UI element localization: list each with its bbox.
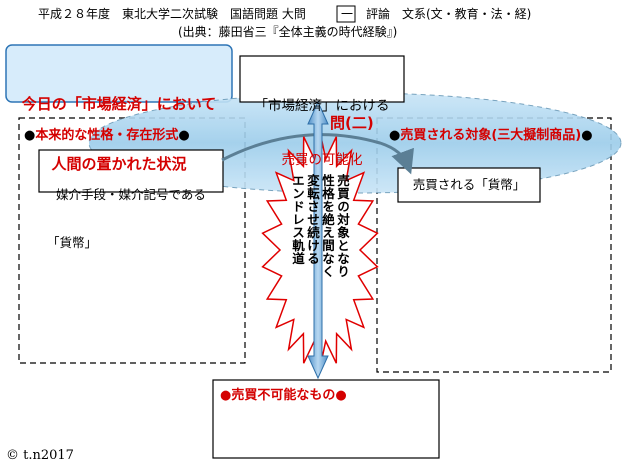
burst-col2: 性格を絶え間なく <box>320 174 335 278</box>
top-box-line1: 「市場経済」における <box>254 98 390 114</box>
right-item-text: 売買される「貨幣」 <box>412 177 526 192</box>
bottom-panel-title: ●売買不可能なもの● <box>220 388 347 403</box>
left-item-line1: 媒介手段・媒介記号である <box>56 187 206 202</box>
right-panel-frame <box>376 117 612 373</box>
question-label: 問(二) <box>330 114 374 132</box>
bottom-box <box>212 379 440 459</box>
curved-arrow <box>221 133 414 175</box>
top-box-text: 「市場経済」における 売買の可能化 <box>240 61 404 187</box>
section-mark-box <box>336 5 356 23</box>
callout-title: 今日の「市場経済」において 人間の置かれた状況 <box>6 54 232 194</box>
vertical-double-arrow <box>307 100 329 380</box>
left-item-box <box>38 149 224 193</box>
callout-line2: 人間の置かれた状況 <box>51 155 187 173</box>
right-panel-title: ●売買される対象(三大擬制商品)● <box>389 128 593 143</box>
left-panel-title: ●本来的な性格・存在形式● <box>24 128 190 143</box>
burst-col3: 変転させ続ける <box>305 174 320 265</box>
callout-box <box>5 44 233 103</box>
header-source: (出典：藤田省三『全体主義の時代経験』) <box>178 25 398 39</box>
left-panel-title-text: 本来的な性格・存在形式 <box>35 128 179 143</box>
callout-line1: 今日の「市場経済」において <box>21 95 217 113</box>
section-mark: 一 <box>341 7 354 21</box>
left-item-text: 媒介手段・媒介記号である 「貨幣」 <box>39 155 223 267</box>
header-line1: 平成２８年度 東北大学二次試験 国語問題 大問 <box>38 7 306 21</box>
burst-col4: エンドレス軌道 <box>290 174 305 265</box>
burst-col1: 売買の対象となり <box>335 174 350 278</box>
bottom-panel-title-text: 売買不可能なもの <box>231 388 336 403</box>
header-line1-rest: 評論 文系(文・教育・法・経) <box>366 7 532 21</box>
left-item-line2: 「貨幣」 <box>47 235 98 250</box>
right-panel-title-text: 売買される対象(三大擬制商品) <box>400 128 582 143</box>
copyright: © t.n2017 <box>6 448 74 463</box>
top-box-line2: 売買の可能化 <box>281 152 363 168</box>
right-item-box <box>397 167 541 203</box>
top-box <box>239 55 405 103</box>
